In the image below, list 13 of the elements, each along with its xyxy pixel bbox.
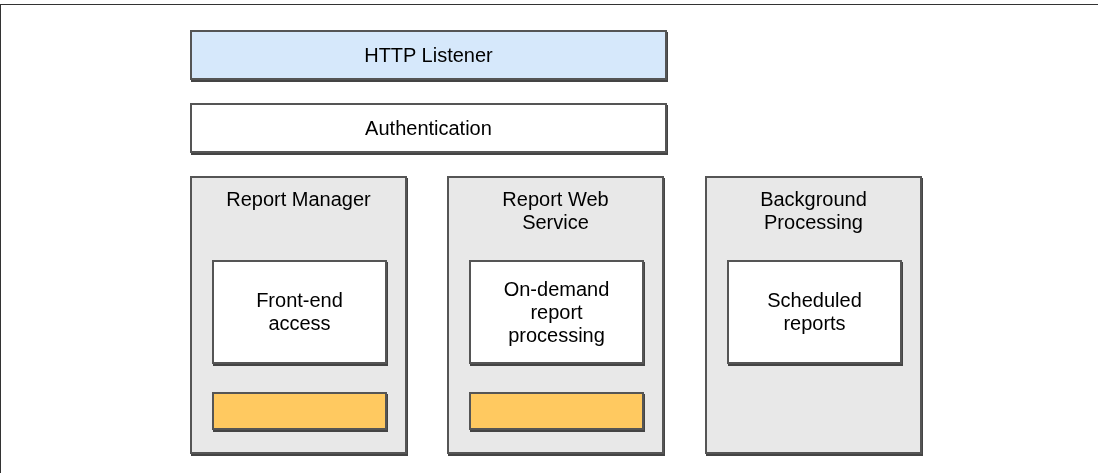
panel-title: Background Processing xyxy=(759,188,868,234)
function-box: On-demand report processing xyxy=(469,260,644,364)
platform-bar xyxy=(469,392,644,430)
component-panel xyxy=(447,176,664,454)
layer-bar: HTTP Listener xyxy=(190,30,667,80)
panel-title: Report Manager xyxy=(225,188,372,211)
panel-title: Report Web Service xyxy=(501,188,610,234)
component-panel xyxy=(705,176,922,454)
function-box: Front-end access xyxy=(212,260,387,364)
component-panel xyxy=(190,176,407,454)
function-box: Scheduled reports xyxy=(727,260,902,364)
platform-bar xyxy=(212,392,387,430)
layer-bar: Authentication xyxy=(190,103,667,153)
